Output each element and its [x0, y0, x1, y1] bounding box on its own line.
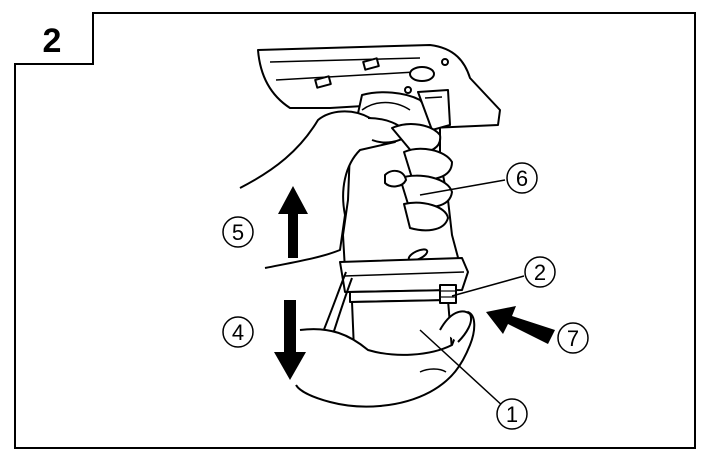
trigger-icon	[417, 89, 451, 131]
svg-text:5: 5	[232, 220, 244, 245]
svg-text:6: 6	[516, 166, 528, 191]
battery-pack	[304, 257, 469, 381]
callout-5: 5	[222, 216, 254, 248]
svg-text:2: 2	[534, 260, 546, 285]
callout-6: 6	[506, 162, 538, 194]
lower-hand	[295, 310, 476, 408]
arrow-left-icon	[486, 306, 555, 344]
arrow-down-icon	[274, 300, 306, 380]
callout-7: 7	[557, 322, 589, 354]
svg-text:7: 7	[567, 326, 579, 351]
svg-text:1: 1	[506, 402, 518, 427]
callout-1: 1	[496, 398, 528, 430]
leader-lines	[419, 179, 525, 409]
svg-text:4: 4	[232, 320, 244, 345]
callout-2: 2	[524, 256, 556, 288]
upper-hand	[239, 110, 453, 269]
arrow-up-icon	[278, 186, 308, 258]
callout-4: 4	[222, 316, 254, 348]
release-button-icon	[439, 284, 457, 304]
step-number: 2	[43, 22, 62, 60]
